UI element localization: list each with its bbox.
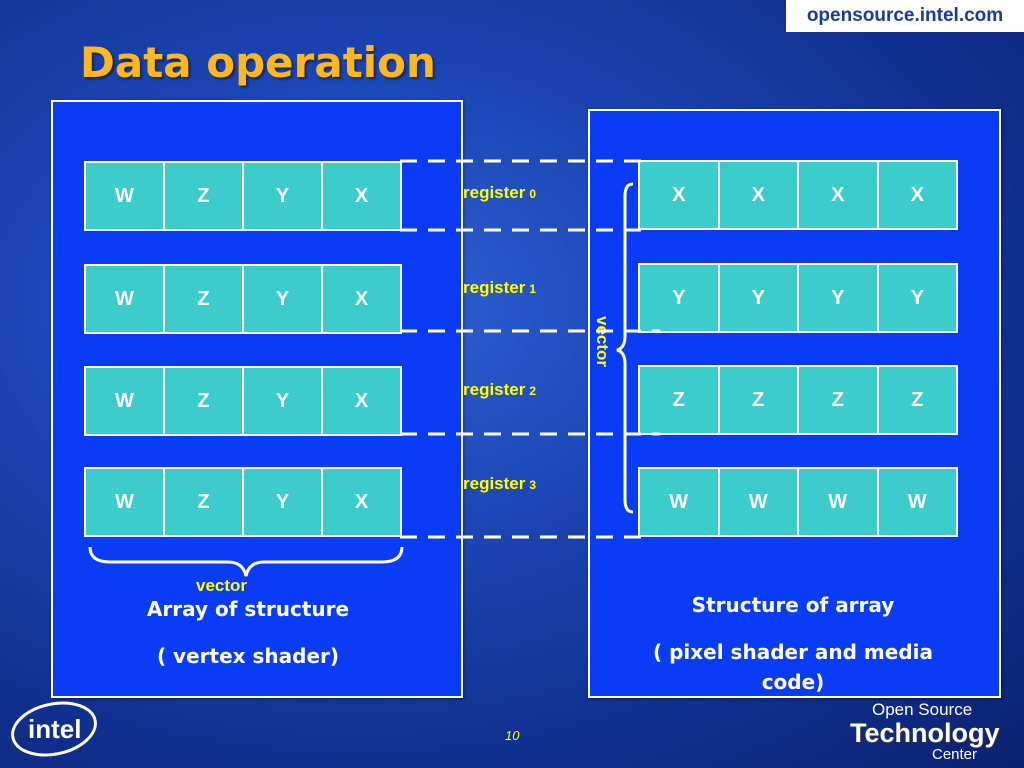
- soa-cell: W: [878, 469, 956, 535]
- intel-logo-text: intel: [28, 714, 81, 744]
- register-index: 0: [529, 187, 537, 201]
- aos-cell: X: [323, 368, 400, 434]
- page-title: Data operation: [80, 38, 436, 87]
- register-index: 1: [529, 282, 537, 296]
- aos-row-1: W Z Y X: [84, 264, 402, 334]
- soa-caption-subtitle: ( pixel shader and media code): [653, 640, 933, 694]
- register-text: register: [463, 380, 526, 399]
- ostc-logo: Open Source Technology Center: [842, 700, 1018, 766]
- intel-logo: intel: [11, 701, 97, 757]
- aos-cell: W: [86, 368, 165, 434]
- soa-cell: X: [878, 162, 956, 228]
- register-index: 3: [529, 478, 537, 492]
- register-text: register: [463, 183, 526, 202]
- aos-cell: W: [86, 163, 165, 229]
- aos-cell: X: [323, 163, 400, 229]
- soa-row-x: X X X X: [638, 160, 958, 230]
- register-text: register: [463, 474, 526, 493]
- soa-cell: Y: [878, 265, 956, 331]
- soa-vector-label: vector: [593, 316, 612, 368]
- soa-cell: Y: [640, 265, 720, 331]
- aos-cell: Y: [244, 266, 323, 332]
- ostc-line-1: Open Source: [872, 700, 973, 719]
- soa-cell: W: [799, 469, 879, 535]
- aos-caption-title: Array of structure: [146, 597, 350, 621]
- soa-cell: W: [640, 469, 720, 535]
- aos-cell: Z: [165, 266, 244, 332]
- aos-cell: Z: [165, 469, 244, 535]
- soa-cell: X: [719, 162, 799, 228]
- aos-cell: Y: [244, 469, 323, 535]
- soa-cell: X: [799, 162, 879, 228]
- aos-cell: Y: [244, 368, 323, 434]
- soa-row-w: W W W W: [638, 467, 958, 537]
- aos-row-2: W Z Y X: [84, 366, 402, 436]
- soa-cell: Z: [799, 367, 879, 433]
- soa-cell: Y: [799, 265, 879, 331]
- aos-cell: Y: [244, 163, 323, 229]
- soa-row-y: Y Y Y Y: [638, 263, 958, 333]
- aos-cell: Z: [165, 368, 244, 434]
- aos-caption-subtitle: ( vertex shader): [156, 644, 340, 668]
- soa-cell: Z: [878, 367, 956, 433]
- aos-row-3: W Z Y X: [84, 467, 402, 537]
- soa-cell: Z: [719, 367, 799, 433]
- soa-row-z: Z Z Z Z: [638, 365, 958, 435]
- ostc-line-3: Center: [932, 746, 978, 763]
- site-url: opensource.intel.com: [786, 0, 1024, 32]
- aos-cell: W: [86, 266, 165, 332]
- aos-vector-label: vector: [196, 576, 248, 595]
- page-number: 10: [505, 728, 520, 743]
- aos-cell: X: [323, 266, 400, 332]
- soa-cell: W: [719, 469, 799, 535]
- soa-cell: X: [640, 162, 720, 228]
- aos-cell: W: [86, 469, 165, 535]
- register-text: register: [463, 278, 526, 297]
- aos-row-0: W Z Y X: [84, 161, 402, 231]
- soa-caption-title: Structure of array: [691, 593, 895, 617]
- aos-cell: X: [323, 469, 400, 535]
- ostc-line-2: Technology: [850, 718, 1000, 748]
- soa-cell: Z: [640, 367, 720, 433]
- soa-cell: Y: [719, 265, 799, 331]
- register-index: 2: [529, 384, 537, 398]
- aos-cell: Z: [165, 163, 244, 229]
